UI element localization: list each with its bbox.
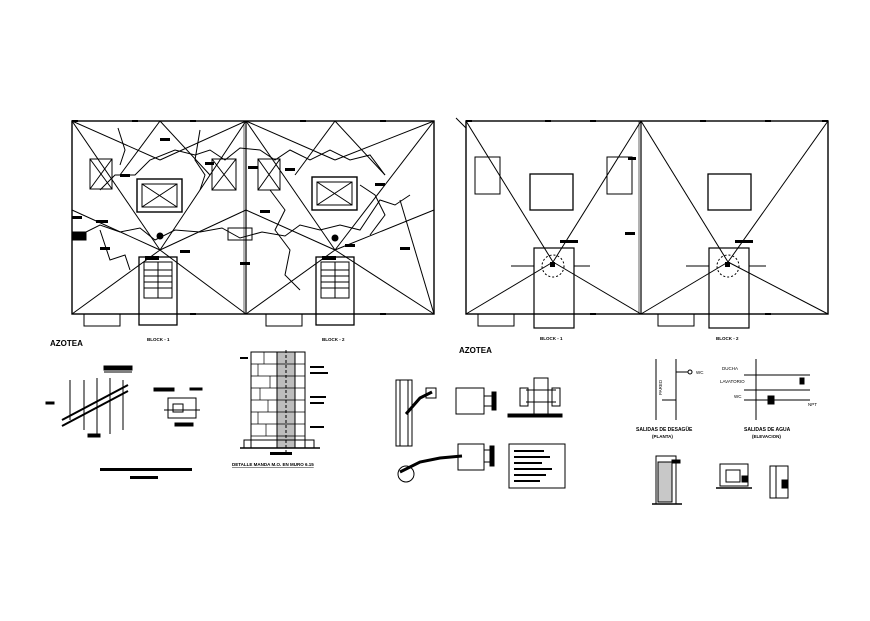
masonry-tags <box>240 357 328 455</box>
right-plan-block-1-label: BLOCK - 1 <box>540 336 563 341</box>
detail-pipe-slab <box>45 365 133 438</box>
detail-masonry-wall <box>240 350 320 452</box>
lavatorio-label: LAVATORIO <box>720 379 745 384</box>
left-plan-block-2-label: BLOCK - 2 <box>322 337 345 342</box>
fittings-legend-box <box>508 443 566 489</box>
desague-subtitle: (PLANTA) <box>652 434 673 439</box>
wc-label-plan: WC <box>696 370 704 375</box>
ducha-label: DUCHA <box>722 366 738 371</box>
wc-label-elevation: WC <box>734 394 742 399</box>
detail-anchor <box>153 387 203 427</box>
agua-title: SALIDAS DE AGUA <box>744 427 791 433</box>
agua-subtitle: (ELEVACION) <box>752 434 781 439</box>
desague-title: SALIDAS DE DESAGÜE <box>636 426 693 433</box>
detail-wall-sections <box>652 455 789 505</box>
right-plan-block-2-label: BLOCK - 2 <box>716 336 739 341</box>
right-plan-tags <box>550 157 753 267</box>
left-plan-block-1-label: BLOCK - 1 <box>147 337 170 342</box>
pared-label: PARED <box>658 379 663 395</box>
masonry-caption: DETALLE MANDA M.O. EN MURO 6.15 <box>232 462 314 467</box>
detail-salidas-agua <box>744 359 810 420</box>
detail-salidas-desague <box>655 359 693 420</box>
right-roof-plan <box>455 117 829 329</box>
right-plan-title: AZOTEA <box>459 346 492 355</box>
left-plan-tags <box>72 138 410 265</box>
detail-1-caption <box>100 468 192 479</box>
left-plan-title: AZOTEA <box>50 339 83 348</box>
detail-pipe-fittings <box>395 377 563 483</box>
left-roof-plan <box>71 120 435 327</box>
npt-label: NPT <box>808 402 817 407</box>
